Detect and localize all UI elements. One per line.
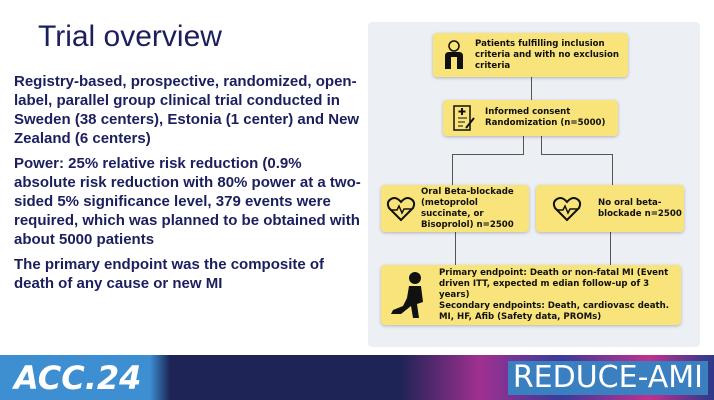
beta-blockade-arm-box: Oral Beta-blockade (metoprolol succinate… xyxy=(381,185,529,232)
connector xyxy=(541,154,613,155)
paragraph-power: Power: 25% relative risk reduction (0.9%… xyxy=(14,155,361,248)
paragraph-endpoint: The primary endpoint was the composite o… xyxy=(14,256,325,292)
connector xyxy=(612,154,613,185)
connector xyxy=(455,232,456,265)
heart-attack-person-icon xyxy=(381,270,439,320)
arm1-text: Oral Beta-blockade (metoprolol succinate… xyxy=(421,186,514,230)
arm2-text: No oral beta-blockade n=2500 xyxy=(598,197,682,219)
connector xyxy=(523,136,524,155)
slide-title: Trial overview xyxy=(38,20,222,53)
endpoints-box: Primary endpoint: Death or non-fatal MI … xyxy=(381,265,681,325)
heart-rate-icon xyxy=(381,196,421,222)
connector xyxy=(541,136,542,155)
connector xyxy=(531,77,532,100)
consent-form-icon xyxy=(443,104,485,132)
connector xyxy=(610,232,611,265)
patients-text: Patients fulfilling inclusion criteria a… xyxy=(475,38,619,71)
conference-logo: ACC.24 xyxy=(14,359,142,397)
consent-text: Informed consent xyxy=(485,107,571,117)
slide-body: Registry-based, prospective, randomized,… xyxy=(14,72,366,299)
patients-box: Patients fulfilling inclusion criteria a… xyxy=(433,33,628,77)
connector xyxy=(452,154,453,185)
footer-banner: ACC.24 REDUCE-AMI xyxy=(0,355,714,400)
paragraph-design: Registry-based, prospective, randomized,… xyxy=(14,73,360,147)
randomization-text: Randomization (n=5000) xyxy=(485,118,606,128)
secondary-endpoint-text: Secondary endpoints: Death, cardiovasc d… xyxy=(439,300,670,322)
connector xyxy=(452,154,524,155)
patient-icon xyxy=(433,40,475,70)
heart-rate-icon xyxy=(536,196,598,222)
trial-name: REDUCE-AMI xyxy=(507,361,708,395)
no-beta-blockade-arm-box: No oral beta-blockade n=2500 xyxy=(536,185,684,232)
primary-endpoint-text: Primary endpoint: Death or non-fatal MI … xyxy=(439,267,669,300)
